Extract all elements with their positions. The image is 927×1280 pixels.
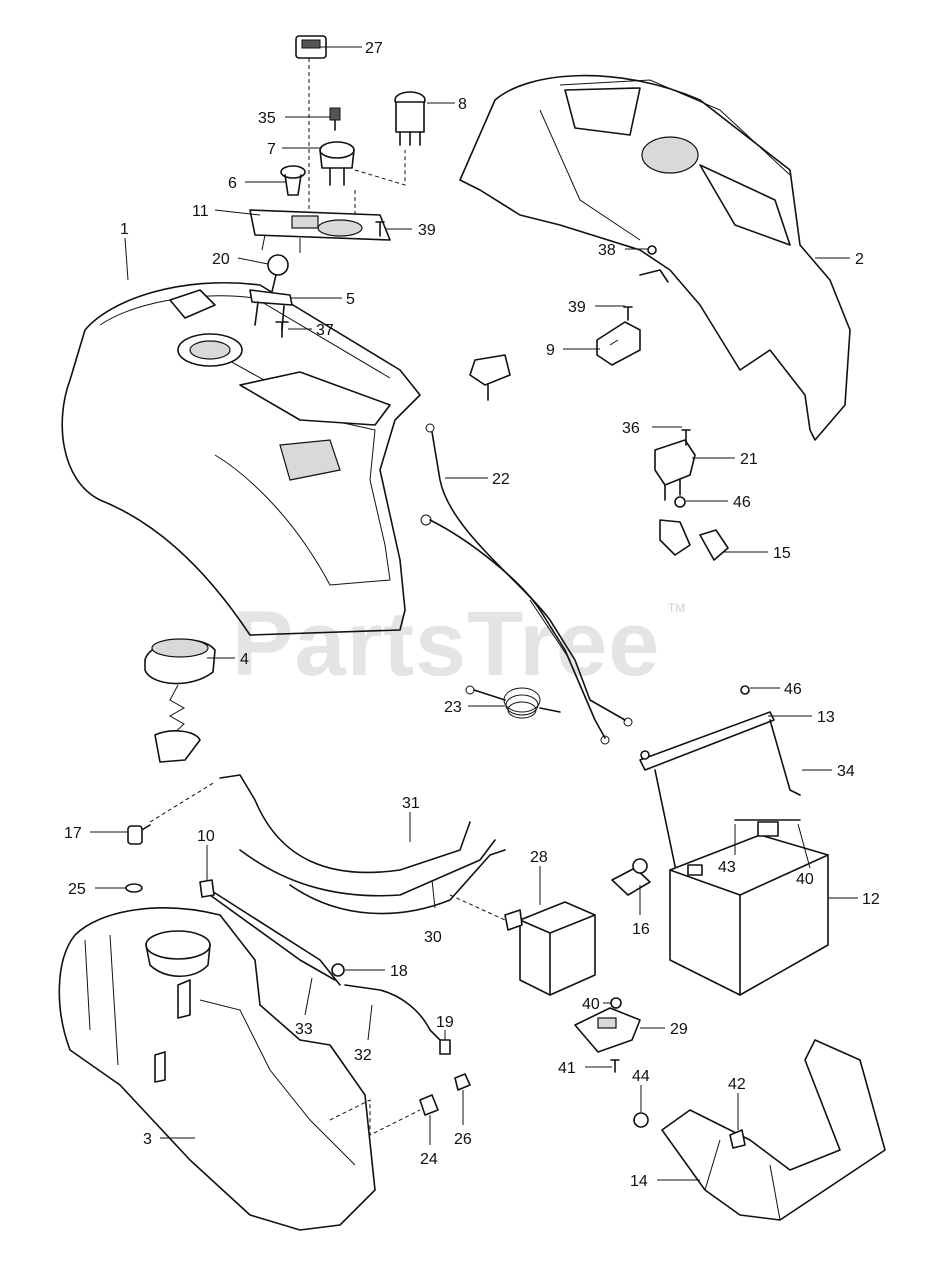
callout-31: 31 bbox=[402, 795, 420, 812]
callout-46-mid: 46 bbox=[784, 681, 802, 698]
callout-22: 22 bbox=[492, 471, 510, 488]
part-right-fender bbox=[459, 74, 851, 441]
part-charcoal-canister bbox=[504, 901, 596, 996]
part-ignition-switch bbox=[319, 141, 355, 186]
part-key bbox=[329, 107, 341, 131]
callout-37: 37 bbox=[316, 322, 334, 339]
callout-4: 4 bbox=[240, 651, 249, 668]
callout-10: 10 bbox=[197, 828, 215, 845]
part-battery-tray bbox=[661, 1039, 886, 1221]
callout-43: 42 bbox=[728, 1076, 746, 1093]
part-shift-lever bbox=[249, 254, 293, 331]
callout-21: 21 bbox=[740, 451, 758, 468]
callout-28: 28 bbox=[530, 849, 548, 866]
callout-45: 44 bbox=[632, 1068, 650, 1085]
callout-27: 27 bbox=[365, 40, 383, 57]
callout-40-top: 39 bbox=[418, 222, 436, 239]
part-vent-tube bbox=[199, 879, 215, 898]
part-relay bbox=[596, 321, 641, 366]
part-bolt-37 bbox=[275, 321, 289, 338]
callout-11: 11 bbox=[192, 203, 209, 220]
callout-20: 20 bbox=[212, 251, 230, 268]
callout-39: 39 bbox=[568, 299, 586, 316]
part-starter-solenoid bbox=[654, 439, 696, 501]
callout-15: 15 bbox=[773, 545, 791, 562]
callout-23: 23 bbox=[444, 699, 462, 716]
callout-3: 3 bbox=[143, 1131, 152, 1148]
callout-34: 34 bbox=[837, 763, 855, 780]
part-bushing-24 bbox=[419, 1094, 439, 1116]
callout-44: 43 bbox=[718, 859, 736, 876]
callout-41: 40 bbox=[796, 871, 814, 888]
part-nut-45 bbox=[633, 1112, 649, 1128]
part-valve-26 bbox=[454, 1073, 471, 1091]
callout-7: 7 bbox=[267, 141, 276, 158]
part-solenoid bbox=[469, 354, 511, 401]
callout-24: 24 bbox=[420, 1151, 438, 1168]
part-control-panel bbox=[249, 209, 391, 253]
assembly-line bbox=[354, 150, 406, 186]
callout-29: 29 bbox=[670, 1021, 688, 1038]
callout-35: 35 bbox=[258, 110, 276, 127]
callout-9: 9 bbox=[546, 342, 555, 359]
part-ground-wire bbox=[465, 685, 561, 719]
callout-17: 17 bbox=[64, 825, 82, 842]
callout-14: 14 bbox=[630, 1173, 648, 1190]
part-cover-cap bbox=[295, 35, 327, 59]
callout-26: 26 bbox=[454, 1131, 472, 1148]
part-clamp-18 bbox=[331, 963, 345, 977]
callout-2: 2 bbox=[855, 251, 864, 268]
part-screw-39 bbox=[623, 306, 633, 321]
callout-30: 30 bbox=[424, 929, 442, 946]
part-pto-switch bbox=[394, 91, 426, 146]
callout-36: 36 bbox=[622, 420, 640, 437]
callout-8: 8 bbox=[458, 96, 467, 113]
callout-19: 19 bbox=[436, 1014, 454, 1031]
part-nut-40 bbox=[610, 997, 622, 1009]
part-nut-46 bbox=[674, 496, 686, 508]
callout-18: 18 bbox=[390, 963, 408, 980]
part-left-fender-body bbox=[61, 281, 421, 636]
callout-46-top: 46 bbox=[733, 494, 751, 511]
part-screw-40 bbox=[375, 221, 385, 237]
watermark-trademark: TM bbox=[668, 601, 685, 615]
part-fuel-tank bbox=[58, 907, 376, 1231]
assembly-line bbox=[449, 894, 506, 921]
callout-12: 12 bbox=[862, 891, 880, 908]
callout-13: 13 bbox=[817, 709, 835, 726]
part-battery bbox=[669, 819, 829, 996]
callout-33: 33 bbox=[295, 1021, 313, 1038]
callout-25: 25 bbox=[68, 881, 86, 898]
part-canister-bracket bbox=[574, 1007, 641, 1053]
part-grommet-25 bbox=[125, 883, 143, 893]
callout-5: 5 bbox=[346, 291, 355, 308]
callout-40-bottom: 40 bbox=[582, 996, 600, 1013]
part-throttle-knob bbox=[280, 165, 306, 196]
watermark: PartsTree bbox=[232, 593, 660, 695]
callout-16: 16 bbox=[632, 921, 650, 938]
part-fuel-cap bbox=[144, 638, 216, 763]
part-screw-42 bbox=[610, 1059, 620, 1073]
part-fitting-19 bbox=[439, 1039, 451, 1055]
callout-32: 32 bbox=[354, 1047, 372, 1064]
part-vent-valve bbox=[127, 824, 151, 845]
callout-42: 41 bbox=[558, 1060, 576, 1077]
part-bolt-43 bbox=[729, 1129, 746, 1149]
part-terminal-boot bbox=[659, 519, 729, 561]
part-bracket-38 bbox=[639, 245, 669, 283]
callout-1: 1 bbox=[120, 221, 129, 238]
callout-6: 6 bbox=[228, 175, 237, 192]
part-fuel-lines bbox=[204, 774, 506, 1046]
assembly-line bbox=[149, 781, 216, 823]
callouts: 27 8 35 7 6 11 39 1 20 5 37 2 38 39 9 36 bbox=[64, 40, 880, 1190]
assembly-line bbox=[329, 1099, 421, 1136]
callout-38: 38 bbox=[598, 242, 616, 259]
part-positive-boot bbox=[611, 858, 651, 896]
part-screw-36 bbox=[681, 429, 691, 446]
part-battery-cable bbox=[420, 423, 633, 745]
